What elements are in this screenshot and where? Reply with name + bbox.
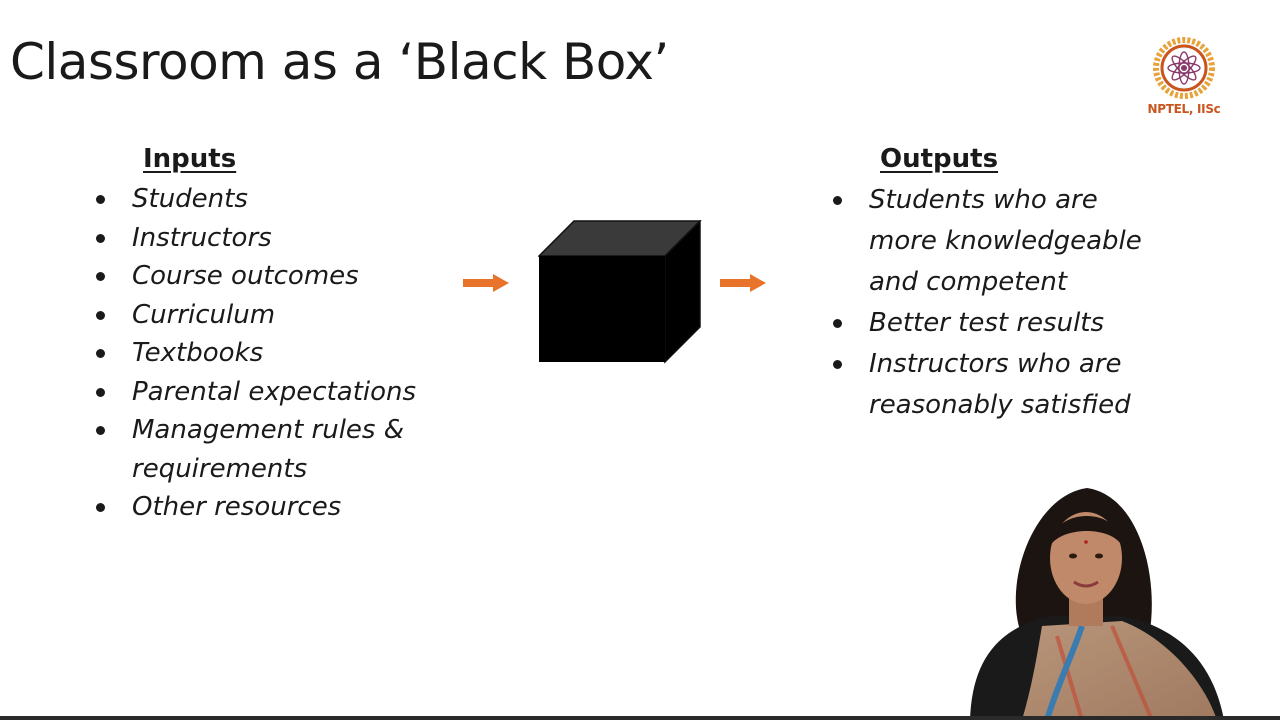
list-item: Other resources xyxy=(96,488,476,527)
list-item: Students xyxy=(96,180,476,219)
list-item: Students who are more knowledgeable and … xyxy=(833,180,1169,303)
list-item: Textbooks xyxy=(96,334,476,373)
logo-label: NPTEL, IISc xyxy=(1147,102,1221,116)
right-arrow-icon xyxy=(720,274,766,292)
list-item: Parental expectations xyxy=(96,373,476,412)
list-item: Instructors xyxy=(96,219,476,258)
black-box-cube xyxy=(538,220,702,364)
list-item: Better test results xyxy=(833,303,1193,344)
list-item: Curriculum xyxy=(96,296,476,335)
list-item: Instructors who are reasonably satisfied xyxy=(833,344,1169,426)
presenter-video xyxy=(970,488,1224,720)
inputs-list: Students Instructors Course outcomes Cur… xyxy=(96,180,476,527)
list-item: Management rules & requirements xyxy=(96,411,432,488)
nptel-logo-icon xyxy=(1153,37,1215,99)
nptel-logo: NPTEL, IISc xyxy=(1146,34,1222,124)
list-item: Course outcomes xyxy=(96,257,476,296)
outputs-list: Students who are more knowledgeable and … xyxy=(833,180,1193,426)
inputs-heading: Inputs xyxy=(143,144,237,174)
bottom-border xyxy=(0,716,1280,720)
outputs-heading: Outputs xyxy=(880,144,999,174)
slide-title: Classroom as a ‘Black Box’ xyxy=(10,33,669,91)
right-arrow-icon xyxy=(463,274,509,292)
